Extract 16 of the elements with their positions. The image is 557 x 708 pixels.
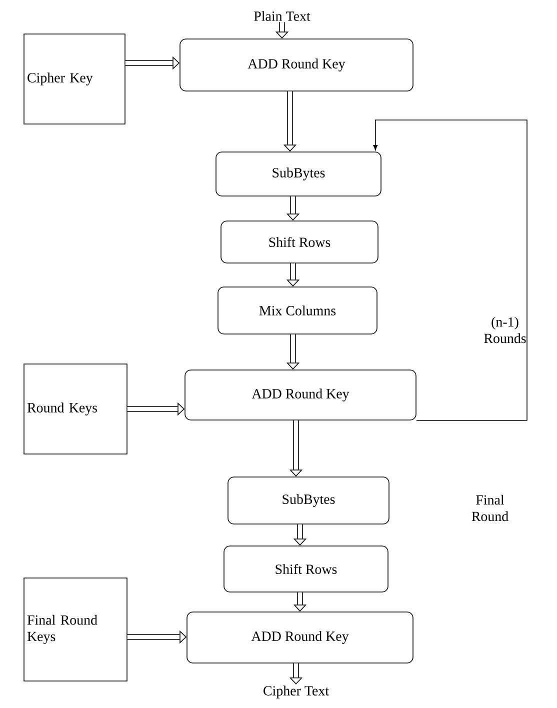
process-box: SubBytes [216, 152, 382, 196]
text-label: Plain Text [254, 11, 310, 21]
text-label: Cipher Text [264, 686, 329, 698]
round-label: Final Round [472, 494, 508, 522]
key-box: Final Round Keys [24, 578, 128, 682]
process-box: ADD Round Key [180, 38, 414, 92]
loop-arrow [373, 120, 528, 421]
process-box: ADD Round Key [186, 612, 414, 664]
key-box: Round Keys [24, 364, 128, 454]
process-box: SubBytes [228, 476, 390, 524]
process-box: ADD Round Key [184, 370, 416, 420]
process-box: Shift Rows [220, 220, 378, 264]
process-box: Mix Columns [218, 286, 378, 334]
round-label: (n-1) Rounds [484, 316, 526, 344]
key-box: Cipher Key [24, 34, 126, 124]
process-box: Shift Rows [224, 546, 388, 592]
